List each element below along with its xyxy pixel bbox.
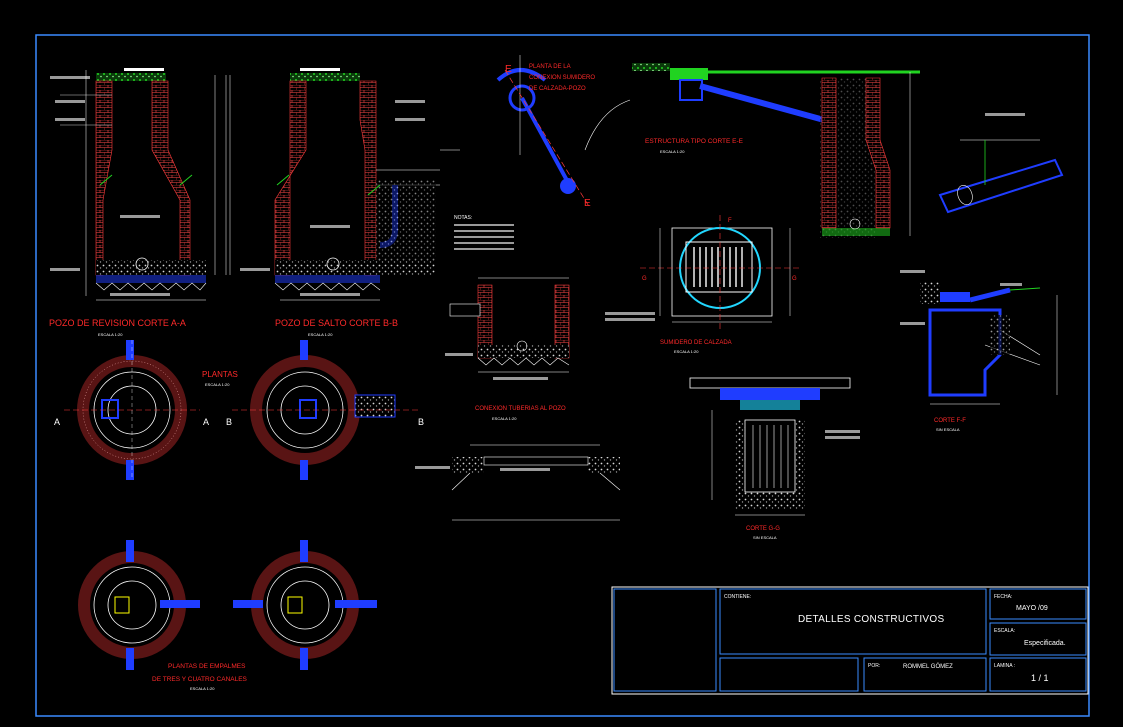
lamina-value: 1 / 1	[1031, 673, 1049, 683]
corte-g-section: CORTE G-G SIN ESCALA	[689, 377, 860, 540]
sheet-border	[35, 34, 1090, 717]
sumidero-section: F G G SUMIDERO DE CALZADA ESCALA 1:20	[605, 215, 800, 354]
pozo-revision-right-wall	[151, 80, 191, 276]
empalme-tres-canales	[78, 540, 200, 670]
pozo-revision-title: POZO DE REVISION CORTE A-A	[49, 318, 186, 328]
por-label: POR:	[868, 663, 880, 669]
fecha-value: MAYO /09	[1016, 605, 1048, 612]
pozo-salto-scale: ESCALA 1:20	[308, 332, 333, 337]
logo-box	[613, 588, 717, 692]
estructura-tipo-title: ESTRUCTURA TIPO CORTE E-E	[645, 138, 744, 145]
pozo-revision-scale: ESCALA 1:20	[98, 332, 123, 337]
sumidero-cut-g-left: G	[642, 276, 647, 282]
empalmes-scale: ESCALA 1:20	[190, 686, 215, 691]
planta-conexion-title-line3: DE CALZADA-POZO	[529, 86, 586, 92]
road-box-detail	[415, 444, 621, 521]
pozo-revision-section: POZO DE REVISION CORTE A-A ESCALA 1:20	[49, 68, 231, 337]
por-value: ROMMEL GÓMEZ	[903, 663, 953, 670]
sumidero-scale: ESCALA 1:20	[674, 349, 699, 354]
conexion-tuberias-title: CONEXION TUBERIAS AL POZO	[475, 406, 566, 412]
sumidero-title: SUMIDERO DE CALZADA	[660, 340, 732, 346]
notas-heading: NOTAS:	[454, 215, 472, 221]
planta-conexion-title-line1: PLANTA DE LA	[529, 64, 571, 70]
empalme-cuatro-canales	[233, 540, 377, 670]
corte-g-pipes	[752, 425, 789, 488]
estructura-tipo-scale: ESCALA 1:20	[660, 149, 685, 154]
cut-mark-e-top: E	[505, 64, 512, 75]
grate-bars	[693, 247, 743, 287]
contiene-label: CONTIENE:	[724, 594, 751, 600]
corte-f-scale: SIN ESCALA	[936, 427, 960, 432]
plantas-empalmes-section: PLANTAS DE EMPALMES DE TRES Y CUATRO CAN…	[78, 540, 377, 691]
corte-g-title: CORTE G-G	[746, 526, 780, 532]
planta-cut-mark-b-right: B	[418, 417, 424, 427]
planta-cut-mark-a-left: A	[54, 417, 60, 427]
pozo-salto-title: POZO DE SALTO CORTE B-B	[275, 318, 398, 328]
sumidero-cut-f-top: F	[728, 218, 732, 224]
corte-f-title: CORTE F-F	[934, 418, 966, 424]
title-block: CONTIENE: DETALLES CONSTRUCTIVOS FECHA: …	[611, 586, 1089, 695]
pozo-salto-section: POZO DE SALTO CORTE B-B ESCALA 1:20	[225, 68, 460, 337]
planta-revision: A A	[54, 340, 209, 480]
conexion-tuberias-section: NOTAS: CONEXION TUBERIAS AL POZO ESCALA …	[445, 215, 570, 421]
planta-cut-mark-b-left: B	[226, 417, 232, 427]
plantas-section: A A B B PLANTAS ESCALA 1:20	[54, 340, 424, 480]
corte-f-section: CORTE F-F SIN ESCALA	[900, 270, 1058, 432]
cut-mark-e-bottom: E	[584, 198, 591, 209]
estructura-tipo-section: ESTRUCTURA TIPO CORTE E-E ESCALA 1:20	[632, 63, 920, 238]
planta-cut-mark-a-right: A	[203, 417, 209, 427]
conexion-tuberias-scale: ESCALA 1:20	[492, 416, 517, 421]
plantas-scale: ESCALA 1:20	[205, 382, 230, 387]
planta-conexion-title-line2: CONEXION SUMIDERO	[529, 75, 595, 81]
corte-g-scale: SIN ESCALA	[753, 535, 777, 540]
escala-label: ESCALA:	[994, 628, 1015, 634]
lamina-label: LAMINA :	[994, 663, 1015, 669]
pipe-joint-detail	[938, 113, 1064, 214]
planta-conexion-section: PLANTA DE LA CONEXION SUMIDERO DE CALZAD…	[496, 55, 631, 209]
planta-salto: B B	[226, 340, 424, 480]
pozo-revision-left-wall	[95, 80, 113, 276]
fecha-label: FECHA:	[994, 594, 1012, 600]
pozo-salto-left-wall	[274, 80, 307, 276]
sumidero-cut-g-right: G	[792, 276, 797, 282]
empalmes-title-line2: DE TRES Y CUATRO CANALES	[152, 676, 248, 683]
plantas-title: PLANTAS	[202, 370, 238, 379]
pozo-salto-right-wall	[359, 80, 377, 276]
contiene-value: DETALLES CONSTRUCTIVOS	[798, 614, 944, 625]
empalmes-title-line1: PLANTAS DE EMPALMES	[168, 663, 246, 670]
escala-value: Especificada.	[1024, 640, 1066, 647]
